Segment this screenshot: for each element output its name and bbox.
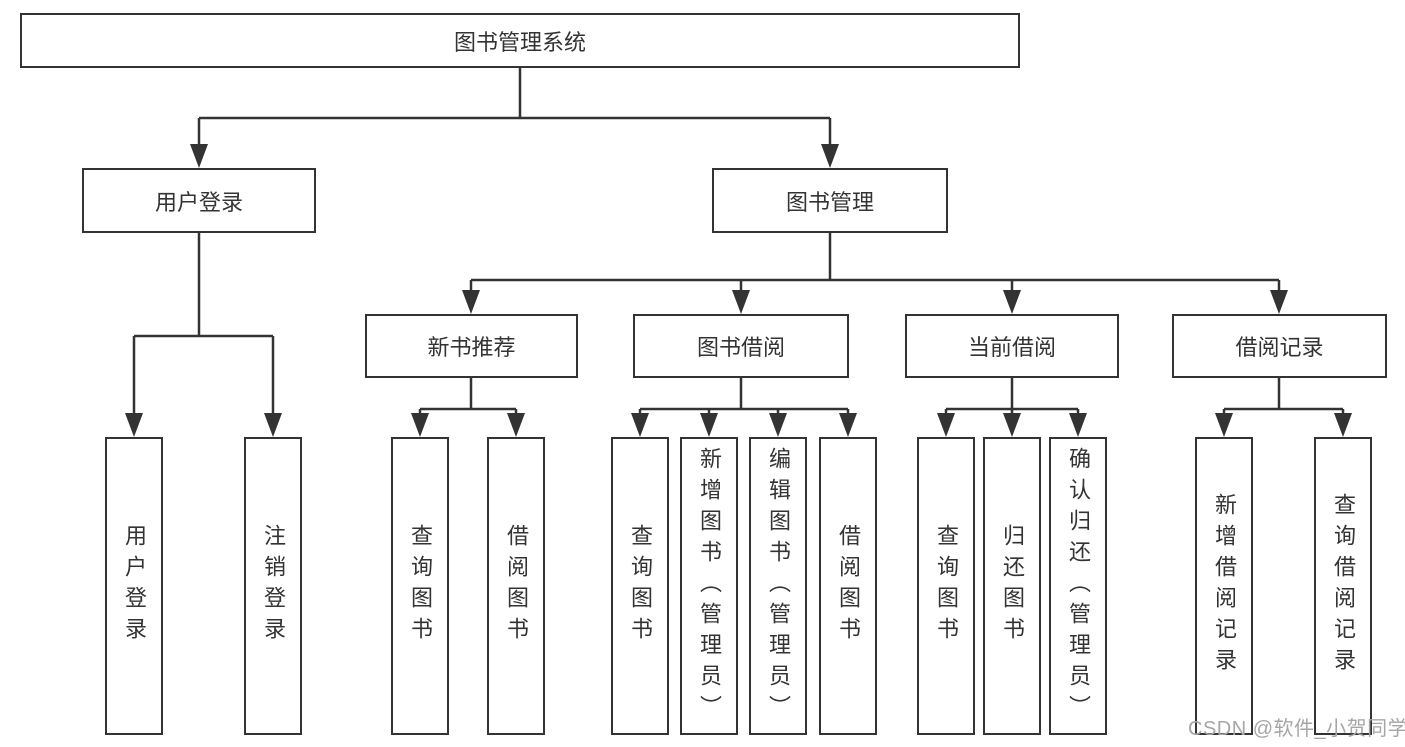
leaf-logout: 注销登录 — [244, 437, 302, 735]
leaf-current-return: 归还图书 — [983, 437, 1041, 735]
leaf-borrowing-query-label: 查询图书 — [628, 524, 653, 648]
leaf-borrowing-add-admin-label: 新增图书（管理员） — [697, 446, 722, 726]
leaf-current-query: 查询图书 — [917, 437, 975, 735]
node-root-system: 图书管理系统 — [20, 13, 1020, 68]
node-current-borrow-label: 当前借阅 — [967, 335, 1056, 360]
connector-current-to-leaves — [937, 378, 1087, 437]
node-book-mgmt-label: 图书管理 — [785, 189, 874, 215]
leaf-newbooks-query-label: 查询图书 — [408, 524, 433, 648]
leaf-borrowing-edit-admin-label: 编辑图书（管理员） — [766, 446, 791, 726]
leaf-borrowing-borrow: 借阅图书 — [819, 437, 877, 735]
leaf-borrowing-add-admin: 新增图书（管理员） — [680, 437, 738, 735]
node-user-login-label: 用户登录 — [154, 189, 243, 215]
connector-borrowing-to-leaves — [631, 378, 857, 437]
node-borrowing-label: 图书借阅 — [696, 335, 785, 360]
connector-user-login-to-leaves — [125, 233, 282, 437]
leaf-current-confirm-admin: 确认归还（管理员） — [1049, 437, 1107, 735]
leaf-newbooks-query: 查询图书 — [391, 437, 449, 735]
leaf-records-add: 新增借阅记录 — [1195, 437, 1253, 735]
leaf-newbooks-borrow-label: 借阅图书 — [504, 524, 529, 648]
csdn-watermark: CSDN @软件_小贺同学 — [1188, 718, 1405, 740]
leaf-logout-label: 注销登录 — [261, 524, 286, 648]
leaf-newbooks-borrow: 借阅图书 — [487, 437, 545, 735]
node-current-borrow: 当前借阅 — [905, 314, 1119, 378]
node-borrow-records: 借阅记录 — [1172, 314, 1387, 378]
leaf-user-login: 用户登录 — [105, 437, 163, 735]
node-new-books: 新书推荐 — [365, 314, 578, 378]
node-user-login: 用户登录 — [82, 168, 316, 233]
leaf-borrowing-query: 查询图书 — [611, 437, 669, 735]
leaf-current-return-label: 归还图书 — [1000, 524, 1025, 648]
connector-new-books-to-leaves — [411, 378, 525, 437]
node-root-system-label: 图书管理系统 — [453, 29, 586, 55]
node-borrow-records-label: 借阅记录 — [1235, 335, 1324, 360]
leaf-records-add-label: 新增借阅记录 — [1212, 493, 1237, 679]
leaf-borrowing-edit-admin: 编辑图书（管理员） — [749, 437, 807, 735]
node-book-mgmt: 图书管理 — [712, 168, 948, 233]
connector-records-to-leaves — [1215, 378, 1352, 437]
leaf-records-query-label: 查询借阅记录 — [1331, 493, 1356, 679]
node-new-books-label: 新书推荐 — [427, 335, 516, 360]
connector-root-to-level2 — [190, 68, 839, 168]
leaf-user-login-label: 用户登录 — [122, 524, 147, 648]
leaf-current-confirm-admin-label: 确认归还（管理员） — [1066, 446, 1091, 726]
node-borrowing: 图书借阅 — [633, 314, 849, 378]
leaf-borrowing-borrow-label: 借阅图书 — [836, 524, 861, 648]
leaf-records-query: 查询借阅记录 — [1314, 437, 1372, 735]
leaf-current-query-label: 查询图书 — [934, 524, 959, 648]
connector-book-mgmt-to-level3 — [462, 233, 1288, 314]
